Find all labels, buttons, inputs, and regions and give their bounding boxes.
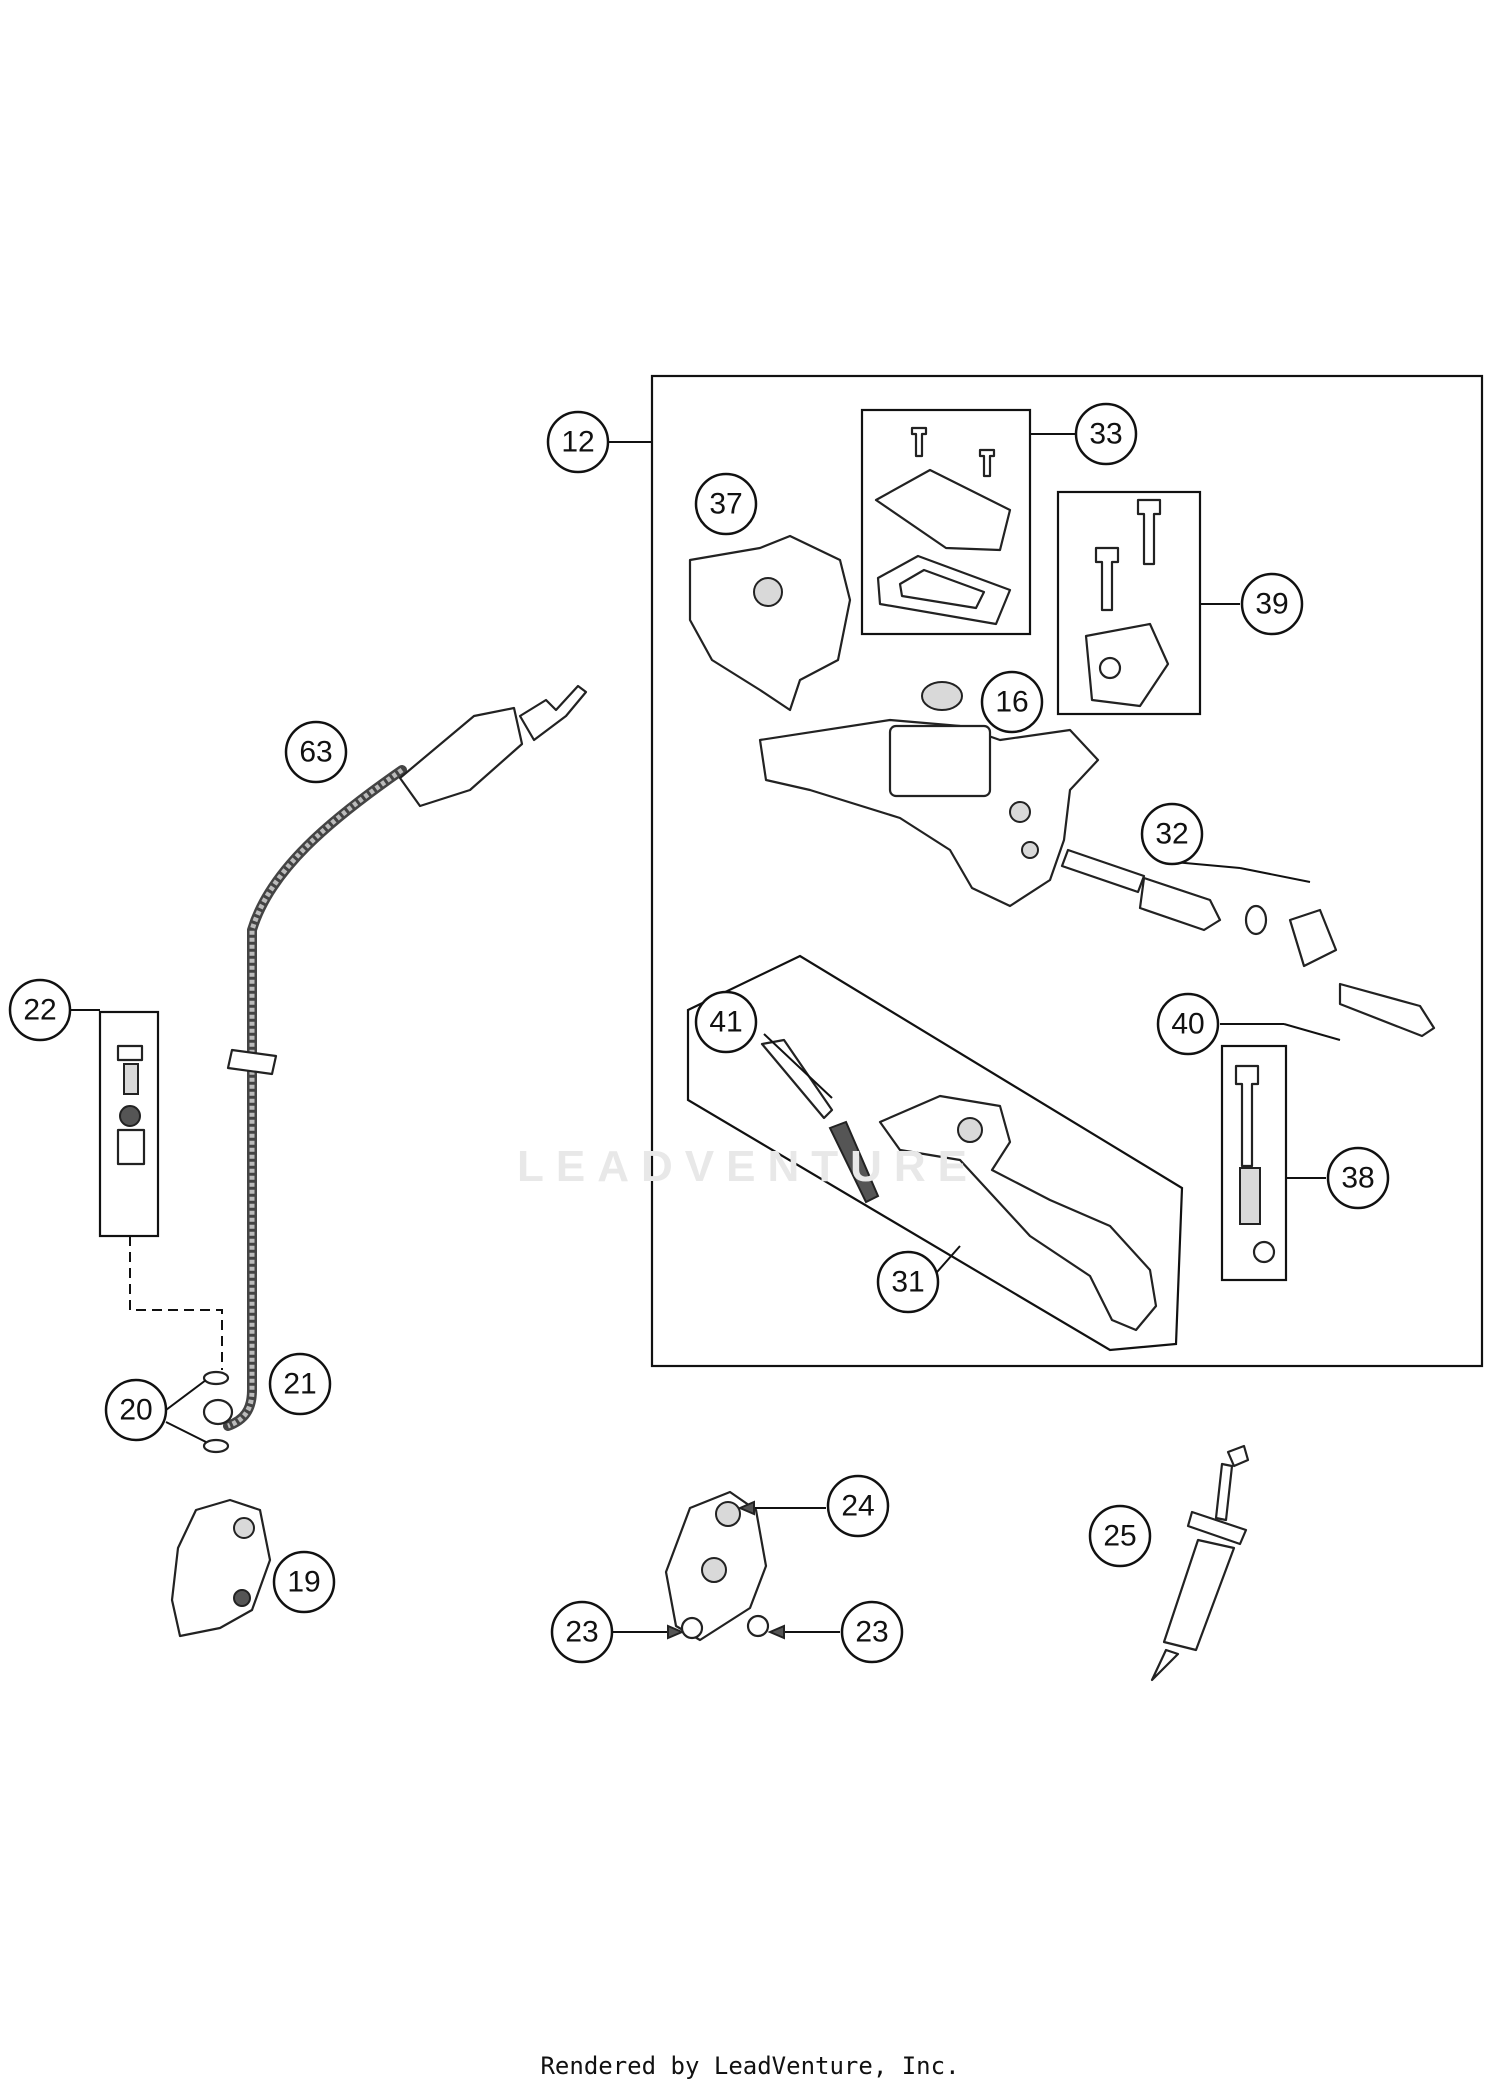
svg-text:22: 22 (23, 994, 56, 1027)
svg-text:37: 37 (709, 488, 742, 521)
piston-rod (1138, 876, 1222, 932)
slave-cylinder-19 (170, 1498, 272, 1638)
svg-text:40: 40 (1171, 1008, 1204, 1041)
hydraulic-hose-63 (223, 765, 407, 1431)
callout-32: 32 (1140, 802, 1204, 866)
svg-text:20: 20 (119, 1394, 152, 1427)
svg-text:33: 33 (1089, 418, 1122, 451)
callout-22: 22 (8, 978, 72, 1042)
reservoir-cover (874, 468, 1012, 552)
lever-nut (1252, 1240, 1276, 1264)
piston-spring (1060, 848, 1146, 894)
callout-33: 33 (1074, 402, 1138, 466)
callout-63: 63 (284, 720, 348, 784)
callout-21: 21 (268, 1352, 332, 1416)
callout-41: 41 (694, 990, 758, 1054)
callout-19: 19 (272, 1550, 336, 1614)
lever-pin-spring (760, 1038, 880, 1204)
kit-box-31 (686, 954, 1184, 1352)
svg-text:41: 41 (709, 1006, 742, 1039)
banjo-eye (202, 1398, 234, 1426)
kit-box-33 (860, 408, 1032, 636)
banjo-bolt-parts (116, 1044, 146, 1166)
bleed-syringe-25 (1150, 1444, 1250, 1682)
footer-credit: Rendered by LeadVenture, Inc. (540, 2052, 960, 2080)
callout-23-left: 23 (550, 1600, 614, 1664)
callout-12: 12 (546, 410, 610, 474)
callout-24: 24 (826, 1474, 890, 1538)
seal-16 (921, 681, 963, 711)
kit-box-38 (1220, 1044, 1288, 1282)
callout-25: 25 (1088, 1504, 1152, 1568)
bushing (1239, 1167, 1261, 1225)
callout-38: 38 (1326, 1146, 1390, 1210)
svg-text:21: 21 (283, 1368, 316, 1401)
assembly-frame-12 (650, 374, 1484, 1368)
svg-text:31: 31 (891, 1266, 924, 1299)
master-cylinder-body (758, 718, 1100, 908)
clamp-bolts (1094, 498, 1162, 612)
svg-text:63: 63 (299, 736, 332, 769)
callout-39: 39 (1240, 572, 1304, 636)
protective-cap-37 (688, 534, 852, 712)
callout-23-right: 23 (840, 1600, 904, 1664)
watermark-logo: LEADVENTURE (516, 1142, 980, 1191)
boot (1288, 908, 1338, 968)
svg-text:19: 19 (287, 1566, 320, 1599)
washer-top (202, 1370, 230, 1386)
callout-20: 20 (104, 1378, 168, 1442)
svg-text:23: 23 (565, 1616, 598, 1649)
svg-text:12: 12 (561, 426, 594, 459)
push-rod (1338, 982, 1436, 1038)
svg-text:38: 38 (1341, 1162, 1374, 1195)
svg-text:23: 23 (855, 1616, 888, 1649)
callout-40: 40 (1156, 992, 1220, 1056)
lever-bolt (1234, 1064, 1260, 1168)
circlip (1244, 904, 1268, 936)
callout-16: 16 (980, 670, 1044, 734)
washer-bottom (202, 1438, 230, 1454)
svg-text:24: 24 (841, 1490, 874, 1523)
cover-screws (910, 426, 996, 478)
hose-fitting (398, 706, 524, 808)
callout-37: 37 (694, 472, 758, 536)
callout-31: 31 (876, 1250, 940, 1314)
svg-text:16: 16 (995, 686, 1028, 719)
svg-text:25: 25 (1103, 1520, 1136, 1553)
handlebar-clamp (1084, 622, 1170, 708)
clutch-lever (878, 1094, 1158, 1332)
svg-text:39: 39 (1255, 588, 1288, 621)
svg-text:32: 32 (1155, 818, 1188, 851)
